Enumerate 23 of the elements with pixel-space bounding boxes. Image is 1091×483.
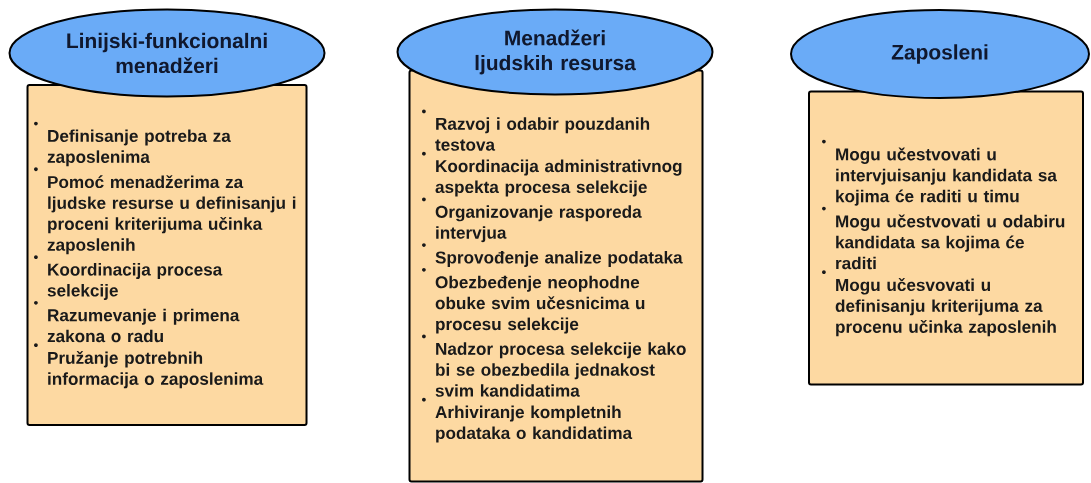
heading: Zaposleni — [891, 44, 988, 64]
list-box — [26, 84, 308, 426]
list-box — [808, 90, 1084, 386]
list-item: Koordinacija administrativnog aspekta procesa selekcije — [435, 159, 682, 197]
heading: Linijski-funkcionalni menadžeri — [67, 32, 267, 74]
header-ellipse — [396, 8, 714, 96]
list-item: Mogu učestvovati u intervjuisanju kandidata sa kojima će raditi u timu — [836, 147, 1057, 206]
list-item: Razvoj i odabir pouzdanih testova — [435, 117, 650, 151]
list-item: Mogu učesvovati u definisanju kriterijuma za procenu učinka zaposlenih — [835, 278, 1056, 337]
list-item: Organizovanje rasporeda intervjua — [435, 205, 642, 243]
list-item: Mogu učestvovati u odabiru kandidata sa kojima će raditi — [836, 214, 1065, 270]
list-item: Razumevanje i primena zakona o radu — [47, 308, 240, 343]
header-ellipse — [8, 8, 326, 98]
list-item: Arhiviranje kompletnih podataka o kandidatima — [435, 405, 633, 443]
list-item: Sprovođenje analize podataka — [435, 250, 683, 267]
header-ellipse — [790, 9, 1090, 99]
list-item: Pružanje potrebnih informacija o zaposlenima — [48, 351, 264, 389]
list-item: Koordinacija procesa selekcije — [47, 263, 223, 300]
list-item: Nadzor procesa selekcije kako bi se obezbedila jednakost svim kandidatima — [435, 342, 686, 397]
list-item: Obezbeđenje neophodne obuke svim učesnicima u procesu selekcije — [435, 275, 645, 334]
list-item: Definisanje potreba za zaposlenima — [47, 129, 231, 167]
heading: Menadžeri ljudskih resursa — [475, 29, 636, 75]
list-item: Pomoć menadžerima za ljudske resurse u definisanju i proceni kriterijuma učinka zaposlenih — [47, 175, 296, 255]
